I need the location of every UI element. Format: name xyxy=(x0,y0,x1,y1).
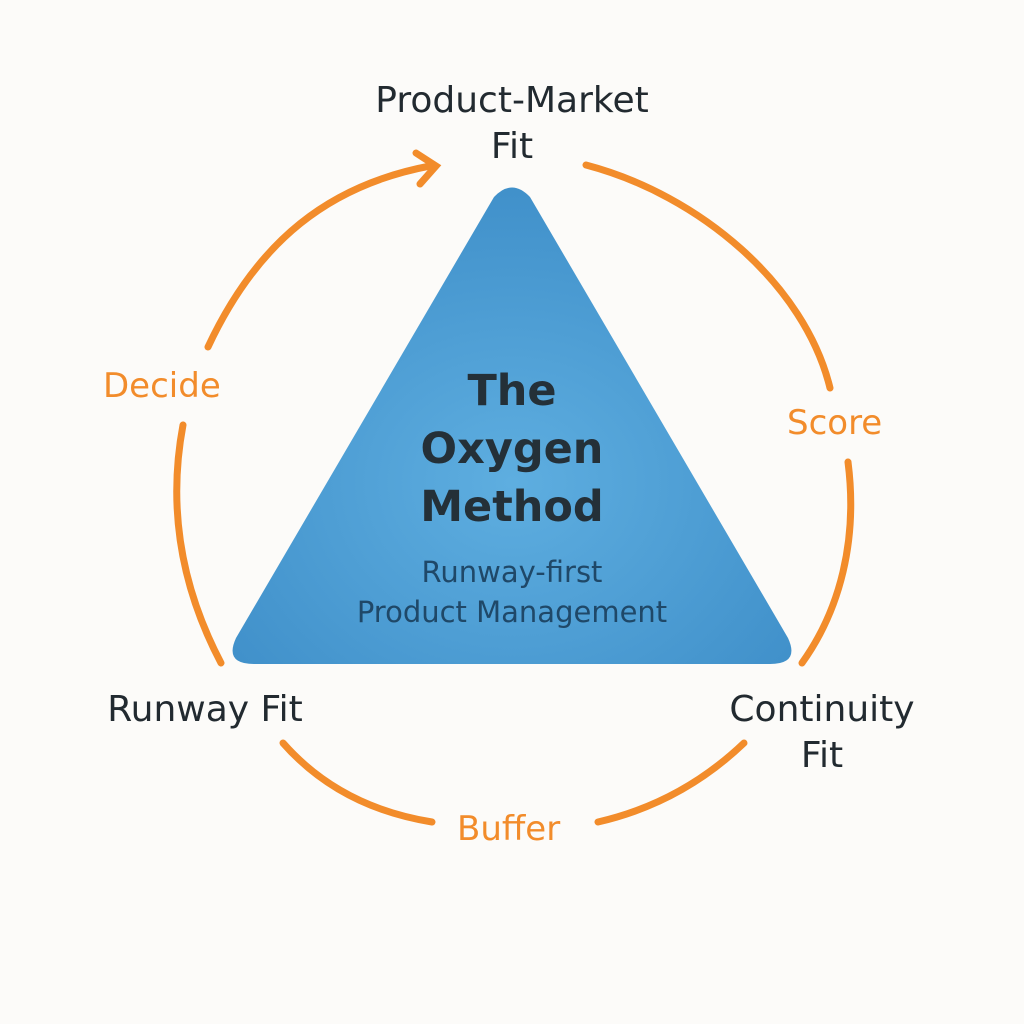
center-subtitle-line-1: Runway-first xyxy=(421,555,603,589)
center-title-line-1: The xyxy=(467,366,557,416)
node-continuity-fit-line-1: Continuity xyxy=(729,689,915,730)
arc-runway-to-decide xyxy=(173,421,225,667)
center-title: The Oxygen Method xyxy=(362,362,662,536)
node-runway-fit-line-1: Runway Fit xyxy=(107,689,303,730)
node-product-market-fit: Product-Market Fit xyxy=(332,78,692,170)
step-decide: Decide xyxy=(103,366,221,406)
node-product-market-fit-line-2: Fit xyxy=(490,126,534,167)
center-subtitle-line-2: Product Management xyxy=(356,595,668,629)
arc-decide-to-product-market xyxy=(204,162,434,351)
center-triangle xyxy=(232,187,792,664)
node-runway-fit: Runway Fit xyxy=(90,687,320,733)
node-product-market-fit-line-1: Product-Market xyxy=(375,80,649,121)
arrowhead-icon xyxy=(412,149,442,188)
step-score: Score xyxy=(787,403,883,443)
center-title-line-2: Oxygen xyxy=(420,424,604,474)
arc-product-market-to-score xyxy=(582,161,834,392)
node-continuity-fit: Continuity Fit xyxy=(712,687,932,779)
node-continuity-fit-line-2: Fit xyxy=(800,735,844,776)
arc-continuity-to-buffer xyxy=(594,739,748,826)
arc-score-to-continuity xyxy=(798,458,855,667)
step-buffer: Buffer xyxy=(457,809,561,849)
center-subtitle: Runway-first Product Management xyxy=(302,552,722,632)
arc-buffer-to-runway xyxy=(279,739,436,826)
center-title-line-3: Method xyxy=(420,482,604,532)
